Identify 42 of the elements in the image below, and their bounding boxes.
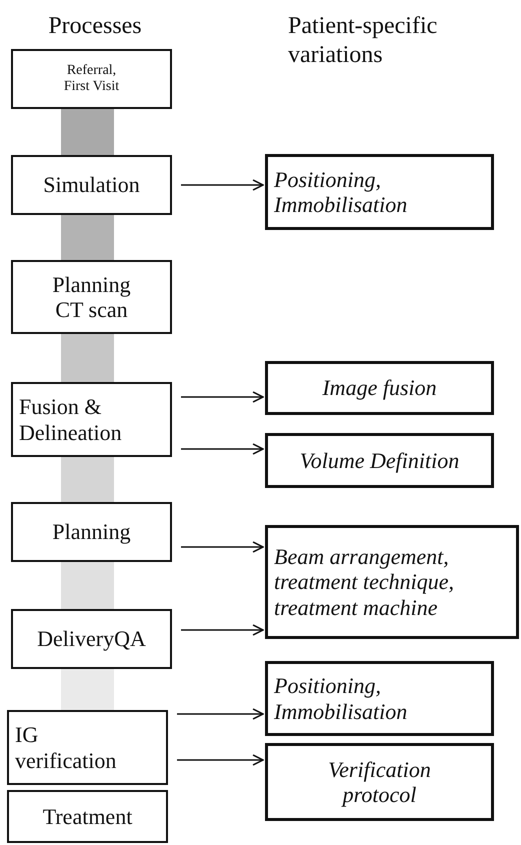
process-box [11, 260, 172, 334]
column-heading: Patient-specific variations [288, 12, 438, 70]
box-text: Positioning, Immobilisation [274, 166, 408, 218]
arrow [181, 541, 264, 553]
variation-box [265, 154, 494, 230]
box-text: Verification protocol [327, 756, 432, 808]
process-connector-band [61, 215, 114, 260]
process-connector-band [61, 109, 114, 155]
box-text: Beam arrangement, treatment technique, treatment machine [274, 544, 456, 620]
arrow [181, 443, 264, 455]
variation-box [265, 361, 494, 415]
process-connector-band [61, 669, 114, 710]
process-box [7, 790, 168, 843]
arrow [177, 708, 264, 720]
arrow [181, 624, 264, 636]
column-heading: Processes [47, 12, 143, 41]
process-box [7, 710, 168, 785]
box-text: Treatment [42, 804, 132, 830]
box-text: Referral, First Visit [62, 62, 120, 96]
process-connector-band [61, 457, 114, 502]
box-text: Positioning, Immobilisation [274, 673, 408, 724]
box-text: Planning [52, 519, 131, 545]
box-text: IG verification [15, 722, 118, 773]
process-box [11, 609, 172, 669]
process-box [11, 382, 172, 457]
box-text: Fusion & Delineation [19, 394, 123, 445]
variation-box [265, 525, 519, 639]
process-box [11, 502, 172, 562]
process-box [11, 155, 172, 215]
variation-box [265, 661, 494, 736]
box-text: Planning CT scan [51, 272, 132, 322]
variation-box [265, 743, 494, 821]
process-box [11, 49, 172, 109]
arrow [181, 179, 264, 191]
box-text: Image fusion [322, 375, 437, 401]
box-text: DeliveryQA [37, 626, 146, 652]
arrow [181, 391, 264, 403]
box-text: Volume Definition [300, 448, 460, 474]
box-text: Simulation [43, 172, 140, 198]
process-connector-band [61, 334, 114, 382]
arrow [177, 754, 264, 766]
variation-box [265, 433, 494, 488]
